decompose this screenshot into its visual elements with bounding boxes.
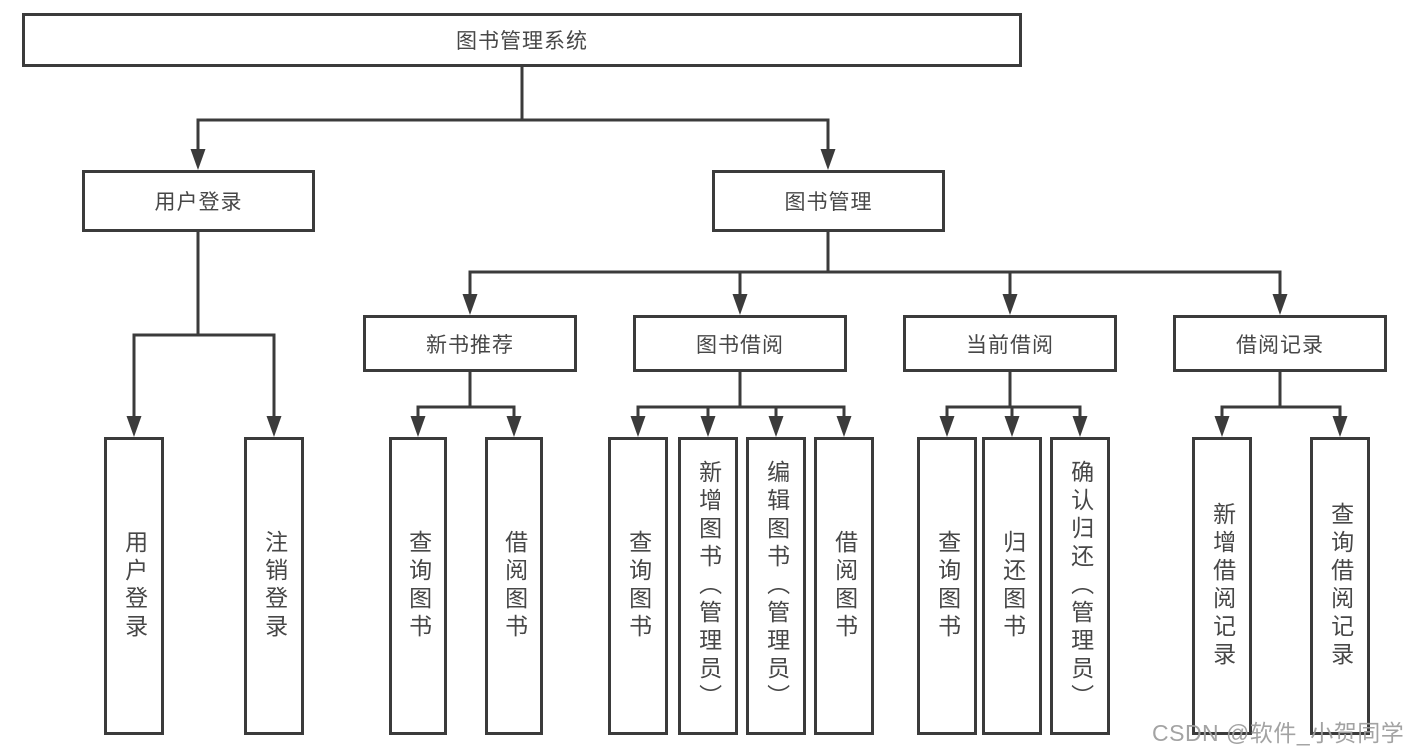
leaf-borrow-books: 借阅图书: [814, 437, 874, 735]
leaf-borrow-books-recommend: 借阅图书: [485, 437, 543, 735]
arrowhead-icons: [126, 149, 1348, 437]
leaf-edit-books-admin: 编辑图书（管理员）: [746, 437, 806, 735]
leaf-user-login: 用户登录: [104, 437, 164, 735]
node-user-login: 用户登录: [82, 170, 315, 232]
leaf-query-books-current: 查询图书: [917, 437, 977, 735]
leaf-logout: 注销登录: [244, 437, 304, 735]
leaf-return-books: 归还图书: [982, 437, 1042, 735]
csdn-watermark: CSDN @软件_小贺同学: [1152, 720, 1405, 746]
connector-paths: [132, 67, 1342, 419]
node-book-management: 图书管理: [712, 170, 945, 232]
leaf-add-books-admin: 新增图书（管理员）: [678, 437, 738, 735]
node-borrow-records: 借阅记录: [1173, 315, 1387, 372]
node-book-borrow: 图书借阅: [633, 315, 847, 372]
node-root-system: 图书管理系统: [22, 13, 1022, 67]
leaf-add-borrow-record: 新增借阅记录: [1192, 437, 1252, 735]
node-new-book-recommend: 新书推荐: [363, 315, 577, 372]
leaf-confirm-return-admin: 确认归还（管理员）: [1050, 437, 1110, 735]
leaf-query-books-recommend: 查询图书: [389, 437, 447, 735]
leaf-query-borrow-record: 查询借阅记录: [1310, 437, 1370, 735]
leaf-query-books-borrow: 查询图书: [608, 437, 668, 735]
node-current-borrow: 当前借阅: [903, 315, 1117, 372]
